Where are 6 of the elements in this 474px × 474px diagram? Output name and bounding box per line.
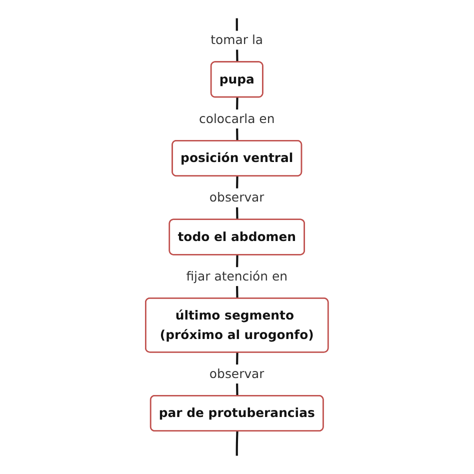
edge-label: tomar la — [210, 32, 264, 48]
connector — [236, 431, 238, 456]
edge-label: fijar atención en — [186, 268, 288, 284]
edge-label: observar — [210, 190, 264, 205]
edge-label: observar — [210, 366, 264, 382]
edge-label: colocarla en — [199, 111, 275, 126]
